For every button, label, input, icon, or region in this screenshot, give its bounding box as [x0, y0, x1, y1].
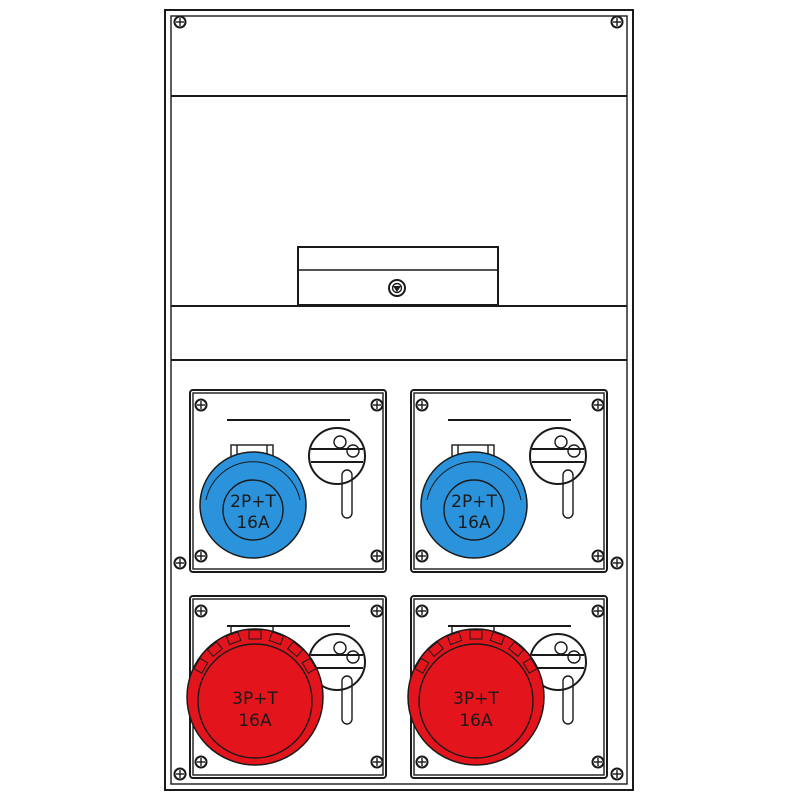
- screw-icon: [415, 604, 429, 618]
- screw-icon: [173, 15, 187, 29]
- rotary-switch[interactable]: [308, 633, 366, 725]
- screw-icon: [591, 604, 605, 618]
- socket-poles-label: 2P+T: [451, 492, 497, 512]
- breaker-cover: [297, 246, 499, 306]
- rotary-switch[interactable]: [308, 427, 366, 519]
- screw-icon: [591, 398, 605, 412]
- screw-icon: [194, 549, 208, 563]
- screw-icon: [194, 604, 208, 618]
- rotary-switch[interactable]: [529, 427, 587, 519]
- screw-icon: [415, 549, 429, 563]
- socket-poles-label: 3P+T: [453, 689, 499, 709]
- enclosure: [164, 9, 634, 791]
- screw-icon: [370, 549, 384, 563]
- socket-current-label: 16A: [236, 513, 270, 533]
- screw-icon: [173, 556, 187, 570]
- socket-current-label: 16A: [457, 513, 491, 533]
- screw-icon: [370, 755, 384, 769]
- enclosure-screws: [173, 15, 624, 781]
- screw-icon: [415, 755, 429, 769]
- screw-icon: [194, 398, 208, 412]
- screw-icon: [173, 767, 187, 781]
- screw-icon: [370, 604, 384, 618]
- socket-current-label: 16A: [459, 711, 493, 731]
- socket-poles-label: 2P+T: [230, 492, 276, 512]
- screw-icon: [591, 549, 605, 563]
- socket-poles-label: 3P+T: [232, 689, 278, 709]
- socket-current-label: 16A: [238, 711, 272, 731]
- screw-icon: [591, 755, 605, 769]
- screw-icon: [610, 767, 624, 781]
- lock-icon: [388, 279, 406, 297]
- screw-icon: [415, 398, 429, 412]
- screw-icon: [194, 755, 208, 769]
- screw-icon: [370, 398, 384, 412]
- screw-icon: [610, 15, 624, 29]
- screw-icon: [610, 556, 624, 570]
